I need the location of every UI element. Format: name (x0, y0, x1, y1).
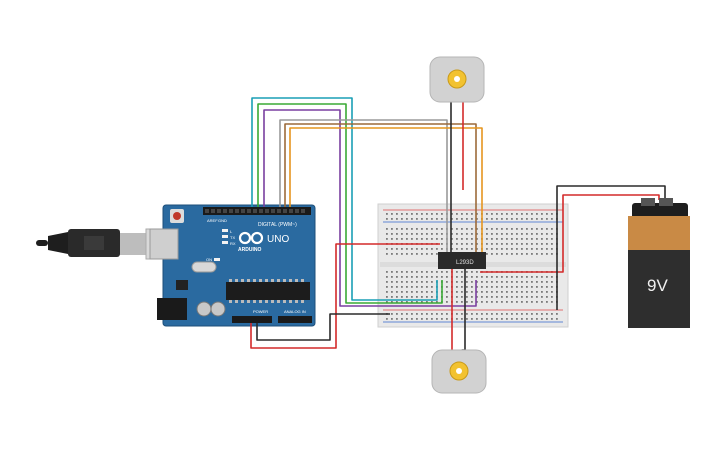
dc-motor-top[interactable] (429, 56, 485, 103)
wire-grey (279, 119, 448, 252)
analog-in-label: ANALOG IN (284, 309, 306, 314)
wire-brown (284, 123, 477, 252)
on-led-label: ON (206, 257, 212, 262)
wire-green (257, 103, 443, 304)
board-brand-label: ARDUINO (238, 247, 261, 253)
battery-label: 9V (647, 276, 668, 295)
board-model-label: UNO (267, 234, 289, 245)
wire-teal (251, 97, 438, 301)
wire-purple (263, 109, 477, 307)
crystal (191, 261, 217, 273)
power-label: POWER (253, 309, 268, 314)
tx-led-label: TX (230, 235, 235, 240)
aref-label: AREF (207, 218, 218, 223)
battery-terminal-cap (632, 203, 688, 219)
wire-orange (289, 127, 483, 252)
arduino-uno-board[interactable]: L TX RX AREF GND DIGITAL (PWM~) UNO ARDU… (149, 204, 316, 327)
rx-led-label: RX (230, 241, 236, 246)
l293d-chip[interactable]: L293D (438, 252, 486, 269)
arduino-infinity-logo (238, 231, 264, 245)
chip-label: L293D (456, 260, 474, 266)
wire-arduino-gnd-black (256, 313, 390, 341)
battery-9v[interactable]: 9V (628, 198, 690, 328)
analog-header[interactable] (278, 316, 312, 323)
l-led-label: L (230, 229, 233, 234)
gnd-label: GND (218, 218, 227, 223)
dc-motor-bottom[interactable] (431, 349, 487, 394)
power-header[interactable] (232, 316, 272, 323)
wire-arduino-5v-red (250, 243, 440, 349)
usb-jack (149, 228, 179, 260)
power-jack (157, 298, 187, 320)
atmega-chip (226, 282, 310, 300)
wire-battery-black (556, 185, 666, 310)
wires (250, 97, 666, 360)
wire-battery-red (480, 194, 660, 273)
digital-pwm-label: DIGITAL (PWM~) (258, 222, 297, 228)
reset-button-cap (173, 212, 181, 220)
